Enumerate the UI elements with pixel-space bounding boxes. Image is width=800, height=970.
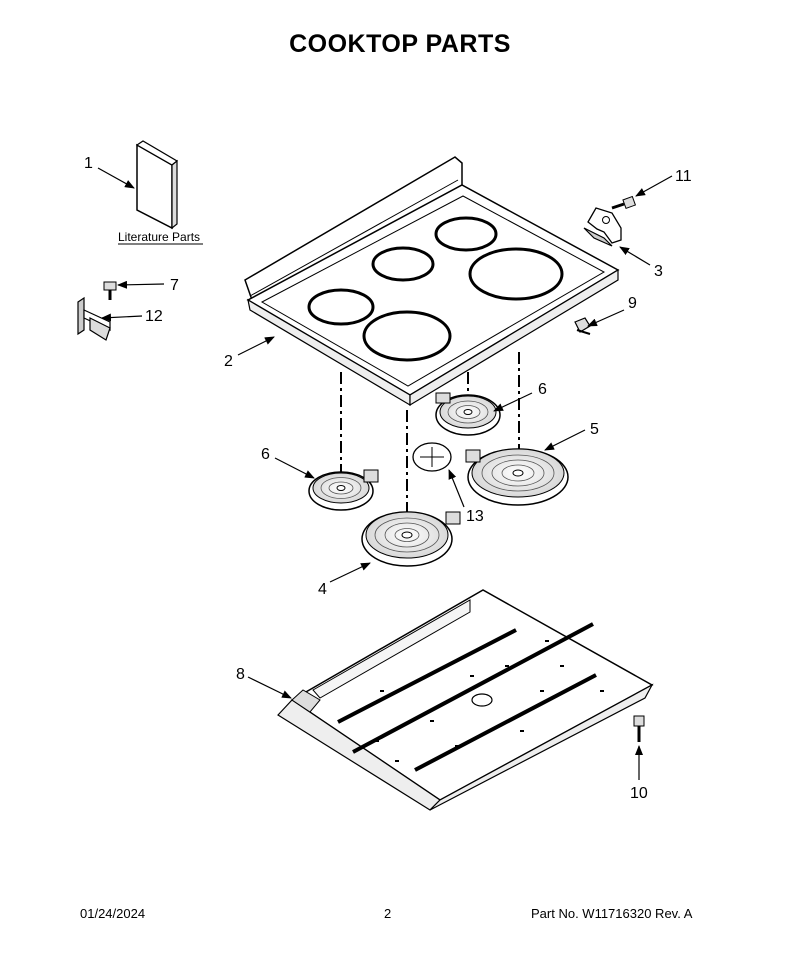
cooktop-glass xyxy=(244,156,620,407)
limiter-disc-13 xyxy=(412,442,452,472)
support-pan xyxy=(277,589,654,811)
callout-3: 3 xyxy=(654,263,663,280)
callout-1: 1 xyxy=(84,155,93,172)
surface-element-5 xyxy=(465,448,569,506)
surface-element-4 xyxy=(361,511,461,567)
callout-12: 12 xyxy=(145,308,163,325)
callout-8: 8 xyxy=(236,666,245,683)
footer-part-number: Part No. W11716320 Rev. A xyxy=(531,906,693,921)
callout-10: 10 xyxy=(630,785,648,802)
screw-10 xyxy=(633,715,645,742)
callout-2: 2 xyxy=(224,353,233,370)
literature-booklet xyxy=(135,140,179,230)
surface-element-6-right xyxy=(435,392,501,436)
leader-arrows xyxy=(97,167,673,780)
callout-5: 5 xyxy=(590,421,599,438)
page-title: COOKTOP PARTS xyxy=(289,30,511,58)
literature-parts-label[interactable]: Literature Parts xyxy=(118,230,200,244)
clip-9 xyxy=(574,317,591,335)
callout-6-left: 6 xyxy=(261,446,270,463)
callout-6-upper: 6 xyxy=(538,381,547,398)
screw-11 xyxy=(611,195,637,210)
screw-7 xyxy=(103,281,117,300)
callout-4: 4 xyxy=(318,581,327,598)
mounting-bracket xyxy=(583,207,622,247)
footer-page-number: 2 xyxy=(384,906,392,921)
callout-7: 7 xyxy=(170,277,179,294)
clip-12 xyxy=(77,296,111,341)
callout-13: 13 xyxy=(466,508,484,525)
surface-element-6-left xyxy=(308,469,379,511)
footer-date: 01/24/2024 xyxy=(80,906,146,921)
callout-9: 9 xyxy=(628,295,637,312)
callout-11: 11 xyxy=(675,168,692,185)
